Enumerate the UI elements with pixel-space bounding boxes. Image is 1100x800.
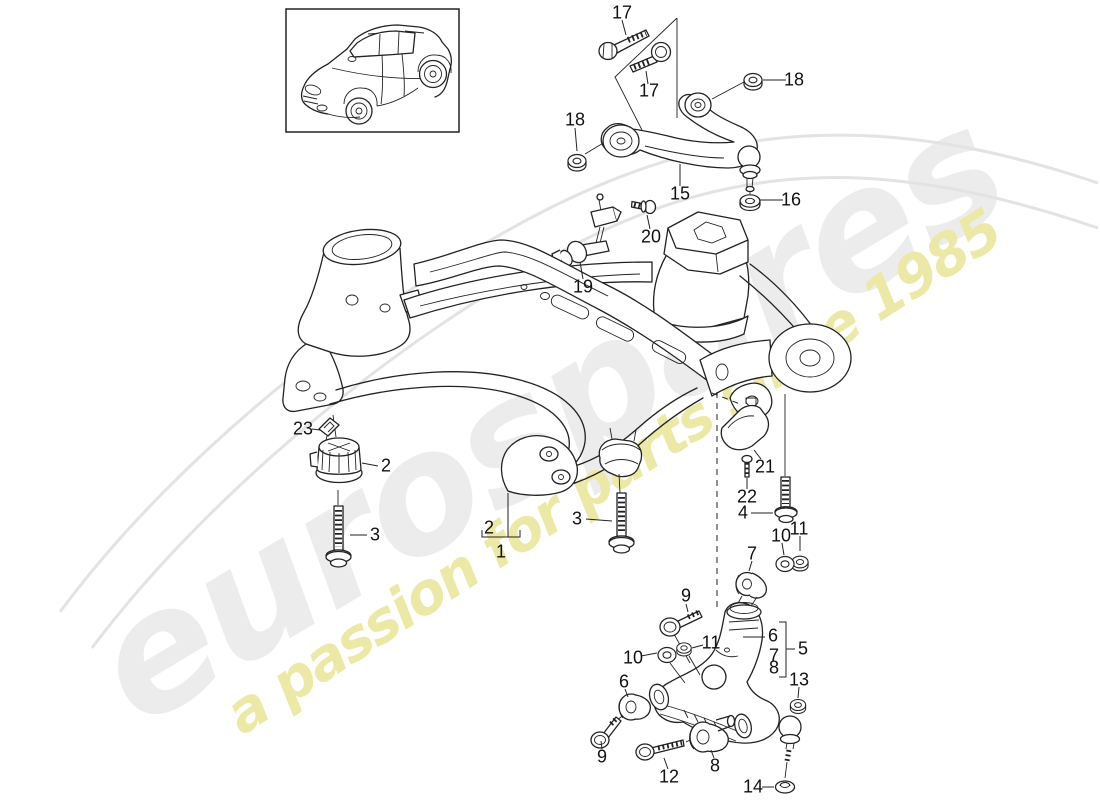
part-callout-17: 17 <box>638 80 660 101</box>
watermark-swoosh <box>58 133 1099 649</box>
part-callout-20: 20 <box>640 226 662 247</box>
part-callout-16: 16 <box>780 189 802 210</box>
part-callout-11: 11 <box>789 518 809 539</box>
right-fastener-group <box>711 392 809 610</box>
part-callout-23: 23 <box>292 418 314 439</box>
part-callout-17: 17 <box>611 2 633 23</box>
part-callout-22: 22 <box>736 486 758 507</box>
lower-control-arm <box>653 601 780 744</box>
bolt-4 <box>774 476 798 524</box>
part-callout-5: 5 <box>797 638 809 659</box>
cayenne-outline-icon <box>300 24 452 125</box>
bolt-12 <box>635 739 685 761</box>
lower-control-arm-assembly <box>590 595 807 794</box>
part-callout-10: 10 <box>770 525 792 546</box>
part-callout-19: 19 <box>572 276 594 297</box>
nut-13 <box>789 698 807 715</box>
part-callout-7: 7 <box>746 543 758 564</box>
screw-22 <box>741 454 753 478</box>
screw-3-left <box>325 505 352 568</box>
nut-18-right <box>743 72 763 91</box>
ride-height-sensor-assembly <box>551 193 657 267</box>
callout-leader-lines <box>311 19 801 788</box>
upper-control-arm-assembly <box>567 17 763 212</box>
bushing-6 <box>618 693 652 721</box>
part-callout-12: 12 <box>658 766 680 787</box>
part-callout-2: 2 <box>380 455 392 476</box>
screw-3-right <box>608 492 635 554</box>
washer-10-lower <box>657 646 677 664</box>
part-callout-18: 18 <box>564 109 586 130</box>
bushing-8 <box>689 714 736 753</box>
group-bracket-1-2 <box>481 493 521 538</box>
washer-14 <box>774 780 796 794</box>
part-callout-4: 4 <box>737 502 749 523</box>
clip-23 <box>318 417 340 437</box>
part-callout-3: 3 <box>571 508 583 529</box>
rubber-mount-2 <box>309 437 363 484</box>
part-callout-6: 6 <box>767 625 779 646</box>
stop-bracket-21 <box>720 404 770 451</box>
subframe-crossmember <box>282 211 852 496</box>
engine-mount-eye <box>768 323 852 393</box>
part-callout-18: 18 <box>783 69 805 90</box>
part-callout-8: 8 <box>768 657 780 678</box>
part-callout-3: 3 <box>369 524 381 545</box>
part-callout-9: 9 <box>680 585 692 606</box>
bolt-9-upper <box>659 609 703 637</box>
subframe-mounts-and-screws <box>309 414 635 568</box>
part-callout-8: 8 <box>709 755 721 776</box>
part-callout-11: 11 <box>701 632 721 653</box>
part-callout-9: 9 <box>596 746 608 767</box>
part-callout-7: 7 <box>768 645 780 666</box>
nut-11-lower <box>676 642 692 657</box>
washer-10-upper <box>775 555 795 573</box>
part-callout-21: 21 <box>754 456 776 477</box>
bushing-7 <box>735 571 768 599</box>
part-callout-14: 14 <box>742 776 764 797</box>
vehicle-thumbnail <box>285 8 460 133</box>
bolt-9-lower <box>590 716 622 749</box>
part-callout-1: 1 <box>495 541 507 562</box>
nut-16 <box>739 194 761 212</box>
part-callout-15: 15 <box>669 183 691 204</box>
nut-18-left <box>567 153 587 172</box>
part-callout-13: 13 <box>788 669 810 690</box>
part-callout-2: 2 <box>483 517 495 538</box>
group-bracket-5 <box>779 621 795 678</box>
part-callout-10: 10 <box>622 647 644 668</box>
part-callout-6: 6 <box>618 671 630 692</box>
